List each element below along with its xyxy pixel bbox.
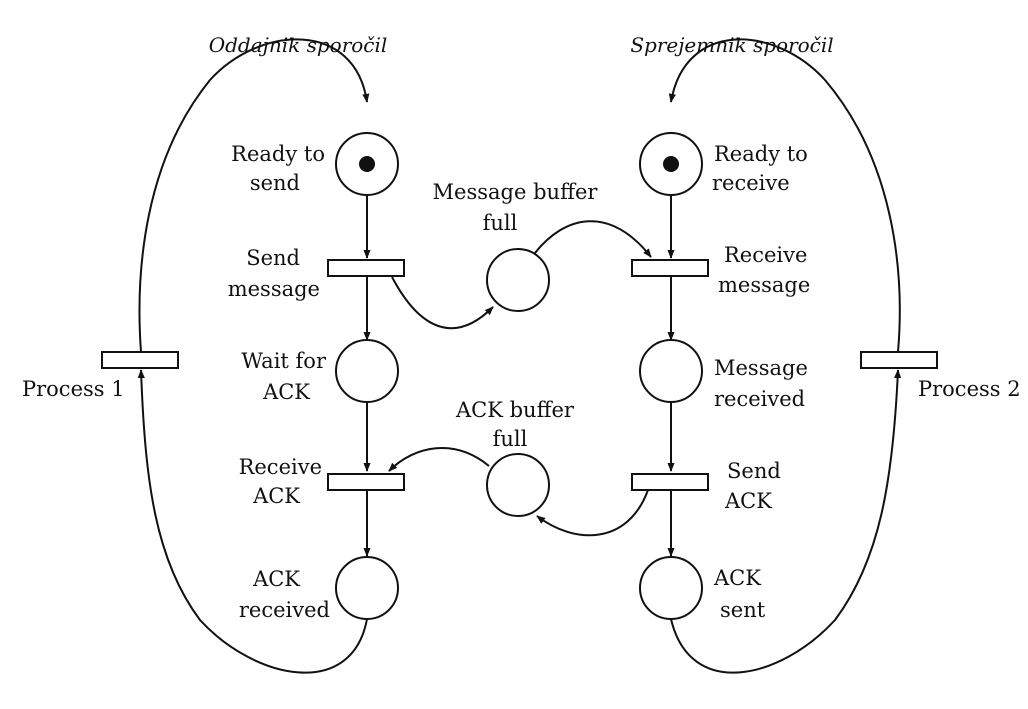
sender-title: Oddajnik sporočil [209,33,388,57]
arc-ack-buffer-to-receive-ack [388,447,490,472]
label-receive-ack-line2: ACK [252,484,300,508]
label-wait-for-ack-line2: ACK [262,380,310,404]
label-ready-to-receive-line1: Ready to [714,142,808,166]
receiver-title: Sprejemnik sporočil [630,33,833,57]
label-ack-received-line1: ACK [252,567,300,591]
label-ack-buffer-line2: full [493,427,528,451]
place-wait-for-ack [335,339,399,403]
label-ready-to-receive-line2: receive [712,171,790,195]
label-ack-buffer-line1: ACK buffer [455,398,575,422]
label-ack-sent-line2: sent [720,598,766,622]
label-ready-to-send-line1: Ready to [231,142,325,166]
transition-send-ack [631,473,709,491]
transition-send-message [327,259,405,277]
transition-process-1 [101,351,179,369]
transition-process-2 [860,351,938,369]
label-send-ack-line2: ACK [724,489,772,513]
label-ready-to-send-line2: send [250,171,300,195]
token-ready-to-receive [663,156,679,172]
label-message-buffer-line1: Message buffer [433,180,599,204]
arc-send-ack-to-ack-buffer [536,489,649,537]
arc-ack-received-to-process-1 [137,369,368,674]
label-process-1: Process 1 [22,377,125,401]
transition-receive-ack [327,473,405,491]
label-process-2: Process 2 [918,377,1021,401]
label-message-buffer-line2: full [483,211,518,235]
arc-message-buffer-to-receive-message [534,220,652,258]
label-receive-ack-line1: Receive [239,455,322,479]
arc-process-2-to-ready-to-receive [668,38,901,353]
arc-process-1-to-ready-to-send [138,38,370,353]
arc-send-message-to-message-buffer [391,276,494,330]
place-message-buffer-full [486,248,550,312]
label-receive-message-line2: message [718,273,810,297]
label-send-message-line1: Send [246,246,300,270]
place-message-received [639,339,703,403]
place-ack-buffer-full [486,453,550,517]
label-send-ack-line1: Send [727,459,781,483]
token-ready-to-send [359,156,375,172]
label-receive-message-line1: Receive [724,243,807,267]
label-wait-for-ack-line1: Wait for [241,349,327,373]
arc-ack-sent-to-process-2 [670,369,902,674]
place-ack-sent [639,556,703,620]
label-ack-sent-line1: ACK [713,566,761,590]
label-send-message-line2: message [228,277,320,301]
label-ack-received-line2: received [239,598,330,622]
label-message-received-line1: Message [714,356,808,380]
label-message-received-line2: received [714,387,805,411]
transition-receive-message [631,259,709,277]
place-ack-received [335,556,399,620]
